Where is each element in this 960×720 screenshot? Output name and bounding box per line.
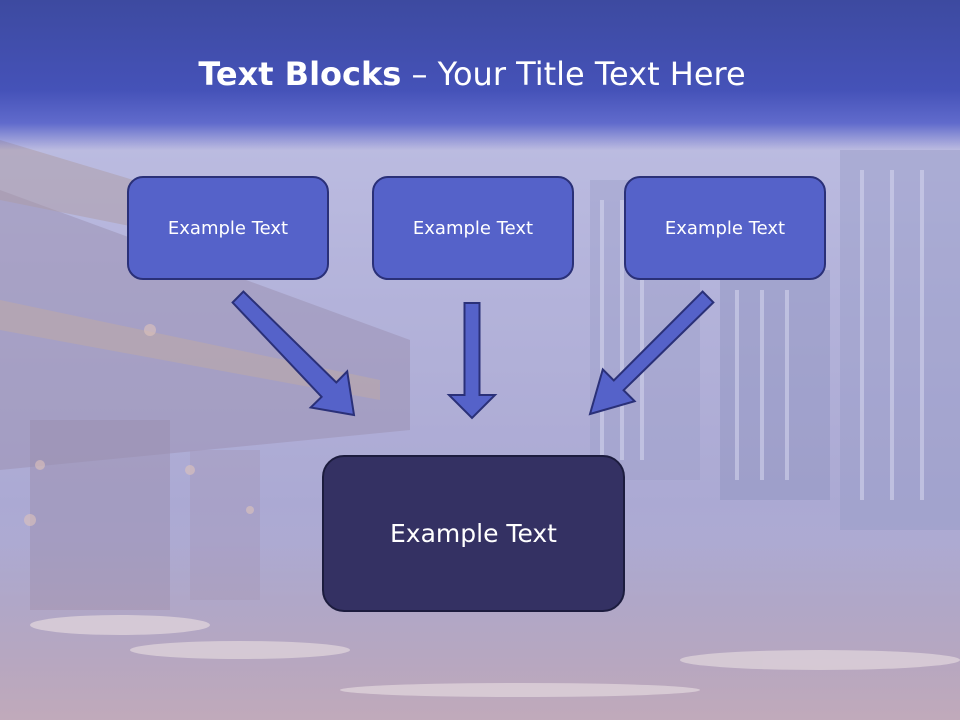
text-block-2[interactable]: Example Text bbox=[372, 176, 574, 280]
text-block-2-label: Example Text bbox=[412, 217, 534, 239]
title-separator: – bbox=[411, 55, 428, 93]
text-block-3[interactable]: Example Text bbox=[624, 176, 826, 280]
text-block-result[interactable]: Example Text bbox=[322, 455, 625, 612]
title-bar bbox=[0, 0, 960, 150]
text-block-1[interactable]: Example Text bbox=[127, 176, 329, 280]
title-bold-text: Text Blocks bbox=[198, 55, 402, 93]
text-block-3-label: Example Text bbox=[664, 217, 786, 239]
slide-title: Text Blocks – Your Title Text Here bbox=[0, 55, 944, 93]
text-block-1-label: Example Text bbox=[167, 217, 289, 239]
title-rest-text: Your Title Text Here bbox=[437, 55, 746, 93]
text-block-result-label: Example Text bbox=[390, 519, 557, 548]
